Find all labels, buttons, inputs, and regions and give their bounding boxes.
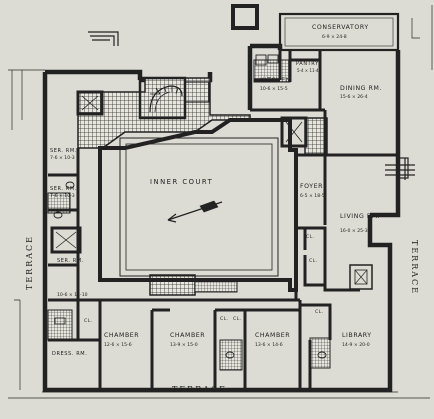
tiled-corridors — [47, 59, 331, 371]
dim-foyer: 6-5 × 18-5 — [300, 193, 325, 199]
interior-walls — [48, 50, 398, 390]
chimney — [231, 4, 259, 30]
dim-library: 14-9 × 20-0 — [342, 342, 370, 348]
bath-fixtures — [53, 181, 327, 359]
label-dress-rm: DRESS. RM. — [52, 351, 87, 357]
inner-court — [98, 118, 298, 292]
dim-chamber-3: 13-6 × 14-6 — [255, 342, 283, 348]
dim-ser-rm-3: 10-6 × 12-10 — [57, 292, 88, 298]
room-labels: CONSERVATORY 6-9 × 24-8 PANTRY 5-4 × 11-… — [50, 24, 382, 357]
label-closet-chamber-2a: CL. — [220, 316, 229, 322]
label-closet-chamber: CL. — [84, 318, 93, 324]
kitchen-fixtures — [255, 54, 279, 66]
dim-conservatory: 6-9 × 24-8 — [322, 34, 347, 40]
dim-chamber-2: 13-9 × 15-0 — [170, 342, 198, 348]
label-chamber-2: CHAMBER — [170, 332, 205, 339]
label-closet-chamber-2b: CL. — [233, 316, 242, 322]
label-chamber-1: CHAMBER — [104, 332, 139, 339]
label-dining: DINING RM. — [340, 85, 382, 92]
conservatory-room — [278, 12, 400, 52]
label-closet-foyer-1: CL. — [306, 234, 315, 240]
label-terrace-right: TERRACE — [410, 240, 419, 295]
label-library: LIBRARY — [342, 332, 372, 339]
dim-living: 16-0 × 25-3 — [340, 228, 368, 234]
label-inner-court: INNER COURT — [150, 178, 213, 186]
dim-chamber-1: 12-6 × 15-6 — [104, 342, 132, 348]
label-ser-rm-3: SER. RM. — [57, 258, 84, 264]
living-fireplace — [349, 264, 373, 290]
dim-ser-rm-1: 7-6 × 10-3 — [50, 155, 75, 161]
dim-ser-rm-2: 7-6 × 10-3 — [50, 193, 75, 199]
dim-pantry: 5-4 × 11-4 — [297, 68, 319, 73]
label-chamber-3: CHAMBER — [255, 332, 290, 339]
label-closet-library: CL. — [315, 309, 324, 315]
dim-dining: 15-6 × 26-4 — [340, 94, 368, 100]
label-closet-foyer-2: CL. — [309, 258, 318, 264]
label-terrace-bottom: TERRACE — [172, 385, 227, 394]
label-terrace-left: TERRACE — [25, 235, 34, 290]
entrance-steps — [88, 31, 119, 46]
label-kitchen: KITCHEN — [260, 77, 291, 84]
label-foyer: FOYER — [300, 183, 323, 190]
staircase — [138, 76, 210, 120]
label-conservatory: CONSERVATORY — [312, 24, 369, 31]
dining-bay — [385, 157, 415, 180]
label-pantry: PANTRY — [296, 61, 319, 67]
dim-kitchen: 10-6 × 15-5 — [260, 86, 288, 92]
north-arrow — [167, 200, 223, 223]
label-ser-rm-1: SER. RM. — [50, 148, 77, 154]
label-living: LIVING RM. — [340, 213, 380, 220]
light-wells — [50, 90, 308, 254]
label-ser-rm-2: SER. RM. — [50, 186, 77, 192]
